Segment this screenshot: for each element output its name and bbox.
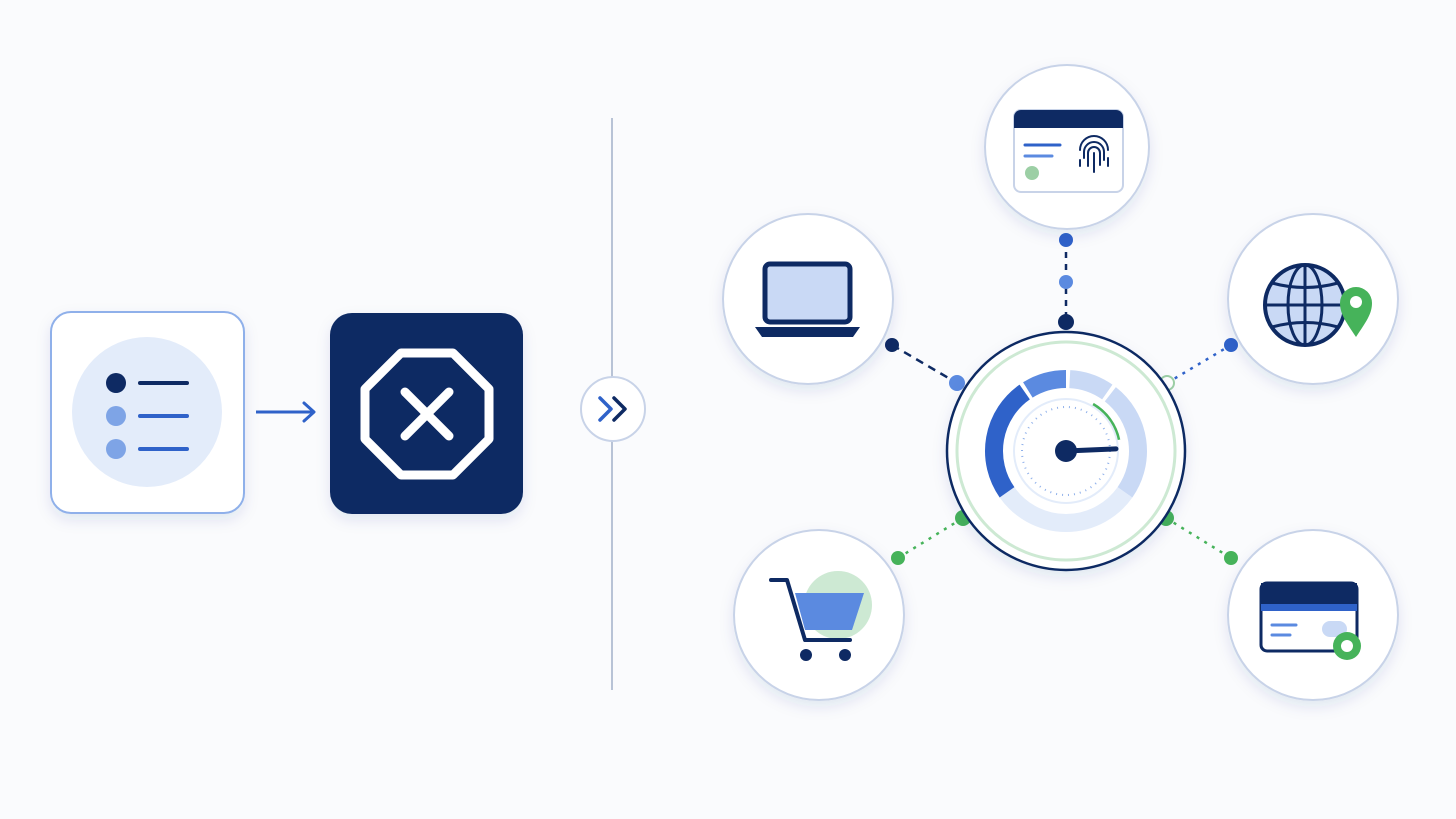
shopping-cart-icon [769,571,872,661]
double-chevron-icon [598,396,627,422]
identity-node [984,64,1150,230]
risk-score-hub [945,330,1187,572]
gauge-track-arc [999,486,1133,532]
speedometer-icon [985,370,1147,532]
connector-laptop [885,338,965,391]
fingerprint-card-icon [1013,109,1124,193]
gauge-segment-arc [1068,370,1113,400]
gauge-segment-arc [1023,370,1067,398]
connector-location [1159,338,1238,391]
gauge-segment-arc [1104,387,1147,498]
stop-x-icon [360,348,494,480]
list-icon [72,337,222,487]
payment-node [1227,529,1399,701]
connector-checkout [891,510,971,565]
laptop-node [722,213,894,385]
laptop-icon [755,261,860,337]
rule-list-card [50,311,245,514]
flow-arrow [256,401,316,423]
blocked-card [330,313,523,514]
credit-card-check-icon [1259,581,1361,660]
location-node [1227,213,1399,385]
gauge-segment-arc [985,384,1031,498]
globe-pin-icon [1263,263,1372,347]
advance-button[interactable] [580,376,646,442]
checkout-node [733,529,905,701]
connector-identity [1058,233,1074,330]
connector-payment [1158,510,1238,565]
